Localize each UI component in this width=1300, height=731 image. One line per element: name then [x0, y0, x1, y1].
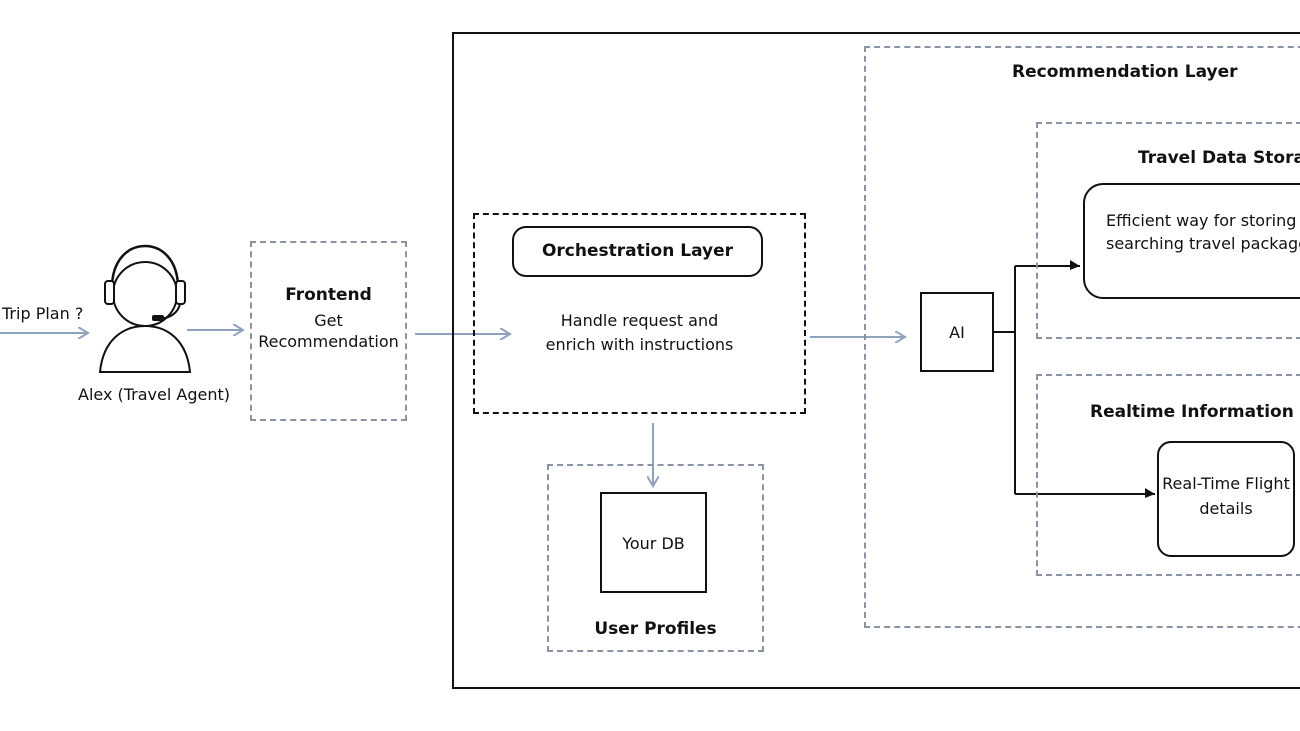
database-label: Your DB: [622, 534, 685, 553]
travel-data-storage-box: Travel Data Storag: [1036, 122, 1300, 339]
realtime-flight-line-1: Real-Time Flight: [1162, 474, 1290, 493]
trip-plan-label: Trip Plan ?: [2, 304, 84, 323]
realtime-flight-card: Real-Time Flight details: [1157, 441, 1295, 557]
realtime-information-title: Realtime Information re: [1090, 402, 1300, 422]
recommendation-layer-box: Recommendation Layer: [864, 46, 1300, 628]
user-profiles-box: Your DB User Profiles: [547, 464, 764, 652]
orchestration-body-line-1: Handle request and: [560, 311, 719, 330]
frontend-body-line-1: Get: [314, 311, 343, 330]
frontend-title: Frontend: [285, 285, 372, 305]
realtime-flight-line-2: details: [1199, 499, 1253, 518]
recommendation-layer-title: Recommendation Layer: [1012, 62, 1238, 82]
ai-label: AI: [949, 323, 965, 342]
travel-data-storage-title: Travel Data Storag: [1138, 148, 1300, 168]
travel-data-storage-card: Efficient way for storing searching trav…: [1083, 183, 1300, 299]
headset-user-icon: [98, 244, 192, 373]
frontend-box: Frontend Get Recommendation: [250, 241, 407, 421]
system-boundary: [452, 32, 1300, 689]
travel-data-storage-line-2: searching travel package: [1106, 234, 1300, 253]
orchestration-title-box: Orchestration Layer: [512, 226, 763, 277]
database-box: Your DB: [600, 492, 707, 593]
orchestration-layer-box: Orchestration Layer Handle request and e…: [473, 213, 806, 414]
realtime-information-box: Realtime Information re: [1036, 374, 1300, 576]
agent-label: Alex (Travel Agent): [78, 385, 230, 404]
orchestration-title: Orchestration Layer: [541, 241, 734, 261]
orchestration-body-line-2: enrich with instructions: [545, 335, 734, 354]
user-profiles-title: User Profiles: [594, 619, 717, 639]
ai-box: AI: [920, 292, 994, 372]
travel-data-storage-line-1: Efficient way for storing: [1106, 211, 1297, 230]
frontend-body-line-2: Recommendation: [258, 332, 399, 351]
